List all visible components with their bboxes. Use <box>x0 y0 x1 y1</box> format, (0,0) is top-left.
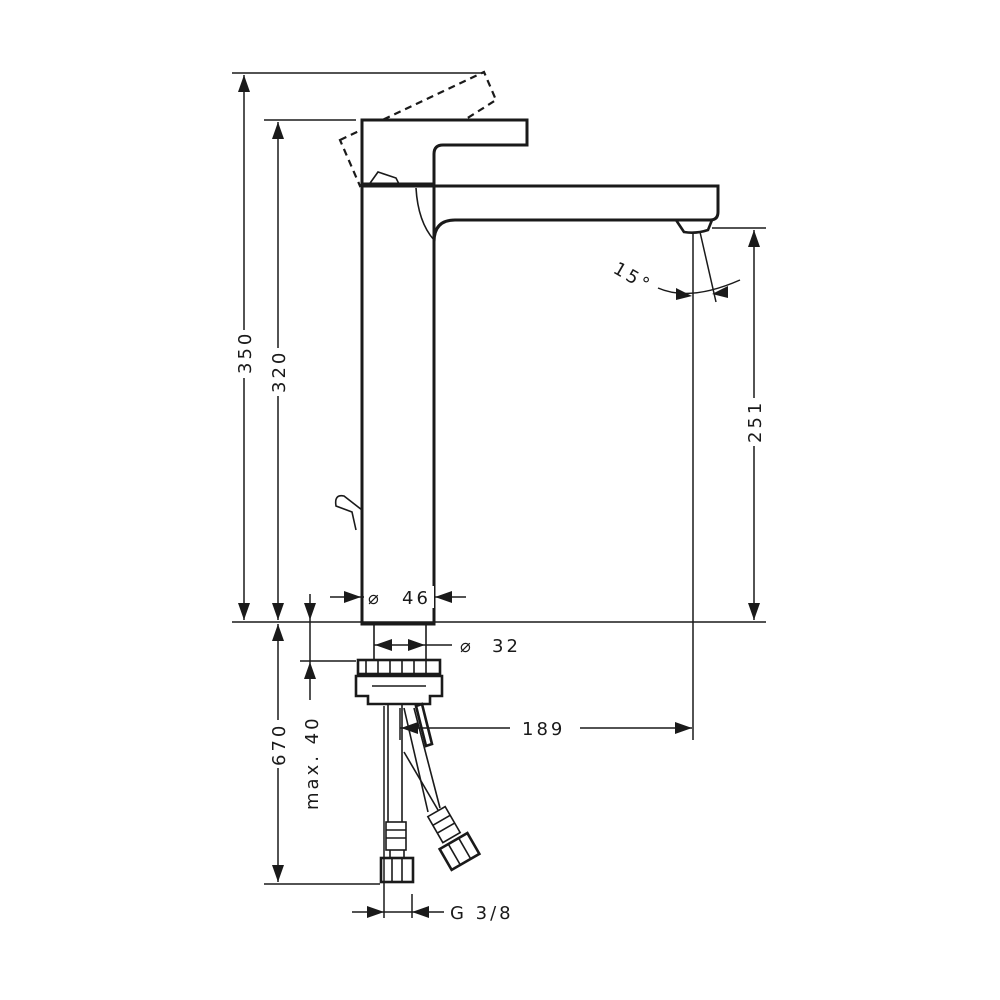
label-bg-670 <box>268 720 288 768</box>
dimension-lines <box>232 72 766 918</box>
dimension-labels: 350 320 251 670 max. 40 ⌀ 46 ⌀ 32 189 G … <box>234 258 766 924</box>
mounting-nut <box>356 658 442 676</box>
aerator <box>673 218 714 234</box>
lever-handle <box>360 118 529 186</box>
spout-inner-curve <box>415 187 435 241</box>
lever-base-detail <box>367 171 401 187</box>
angle-ray <box>699 231 717 303</box>
label-bg-350 <box>234 330 254 378</box>
hose-left <box>379 704 415 884</box>
label-g38: G 3/8 <box>450 903 514 924</box>
drain-lever-lower <box>414 702 434 748</box>
label-max40: max. 40 <box>302 715 323 810</box>
label-670: 670 <box>269 723 290 766</box>
label-320: 320 <box>269 350 290 393</box>
label-bg-320 <box>268 348 288 396</box>
label-189: 189 <box>522 719 565 740</box>
label-46: 46 <box>402 588 431 609</box>
faucet-body <box>360 184 436 626</box>
label-32: 32 <box>492 636 521 657</box>
diameter-symbol-32: ⌀ <box>460 636 474 657</box>
label-bg-max40 <box>300 712 320 812</box>
label-bg-251 <box>744 398 764 446</box>
clamp-plate <box>354 674 444 706</box>
faucet-outline <box>334 70 720 884</box>
threaded-shank <box>373 623 427 661</box>
angle-arc <box>657 279 741 295</box>
label-350: 350 <box>235 331 256 374</box>
drain-rod <box>334 494 363 531</box>
diameter-symbol-46: ⌀ <box>368 588 382 609</box>
label-bg-46 <box>364 586 434 608</box>
faucet-spout <box>432 184 720 243</box>
label-251: 251 <box>745 400 766 443</box>
label-15-degrees: 15° <box>610 258 656 297</box>
hose-right <box>403 707 482 872</box>
